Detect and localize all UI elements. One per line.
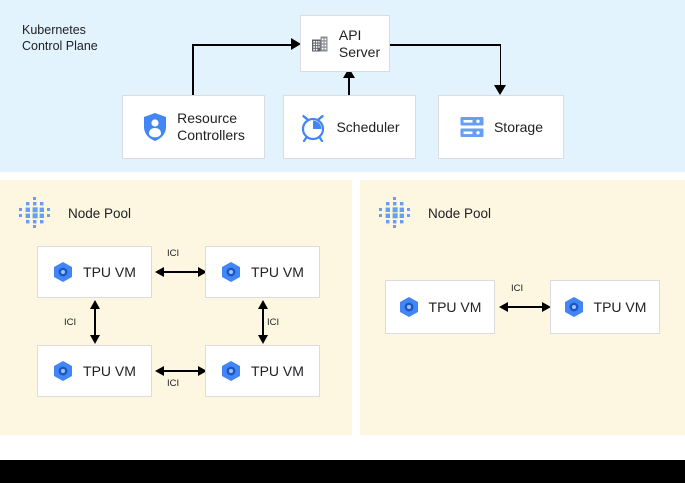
tpu-hexagon-icon xyxy=(399,296,419,318)
connector-scheduler-to-api xyxy=(348,72,350,95)
node-tpu-vm[interactable]: TPU VM xyxy=(550,280,660,334)
ici-link-right-pool xyxy=(499,302,551,312)
resource-controllers-label-line1: Resource xyxy=(177,110,238,126)
shield-user-icon xyxy=(142,112,168,142)
ici-label-right-pool: ICI xyxy=(511,283,524,294)
arrowhead-api-to-storage xyxy=(494,85,506,95)
node-tpu-vm[interactable]: TPU VM xyxy=(37,246,152,298)
arrowhead-scheduler-to-api xyxy=(343,68,355,78)
node-pool-left: Node Pool ICI ICI ICI ICI TPU VM xyxy=(0,180,352,435)
ici-label-bottom: ICI xyxy=(167,378,180,389)
connector-api-to-storage-vertical xyxy=(499,44,502,92)
control-plane-label-line1: Kubernetes xyxy=(22,23,86,37)
node-resource-controllers[interactable]: Resource Controllers xyxy=(122,95,265,159)
node-api-server[interactable]: API Server xyxy=(300,15,390,72)
alarm-clock-icon xyxy=(299,112,327,142)
node-tpu-vm[interactable]: TPU VM xyxy=(385,280,495,334)
node-pool-dots-icon xyxy=(378,196,414,230)
node-pool-dots-icon xyxy=(18,196,54,230)
ici-link-top xyxy=(155,267,207,277)
building-icon xyxy=(310,34,330,54)
node-tpu-vm-label: TPU VM xyxy=(251,363,304,379)
ici-link-bottom xyxy=(155,366,207,376)
node-tpu-vm-label: TPU VM xyxy=(593,299,647,315)
ici-link-right xyxy=(258,300,268,344)
node-scheduler-label: Scheduler xyxy=(336,118,400,135)
control-plane-label-line2: Control Plane xyxy=(22,39,98,53)
server-rack-icon xyxy=(459,114,485,140)
control-plane-panel: Kubernetes Control Plane xyxy=(0,0,685,172)
node-pool-right-title: Node Pool xyxy=(428,205,492,221)
node-pool-right-header: Node Pool xyxy=(378,196,491,230)
node-pool-left-title: Node Pool xyxy=(68,205,132,221)
node-storage[interactable]: Storage xyxy=(438,95,564,159)
node-pool-right: Node Pool ICI TPU VM TPU VM xyxy=(360,180,685,435)
ici-label-right: ICI xyxy=(267,317,280,328)
node-resource-controllers-label: Resource Controllers xyxy=(177,110,245,144)
node-pool-left-header: Node Pool xyxy=(18,196,131,230)
arrowhead-rc-to-api xyxy=(291,38,301,50)
resource-controllers-label-line2: Controllers xyxy=(177,127,245,143)
tpu-hexagon-icon xyxy=(221,261,241,283)
connector-rc-to-api-vertical xyxy=(192,44,194,95)
control-plane-label: Kubernetes Control Plane xyxy=(22,22,172,54)
tpu-hexagon-icon xyxy=(53,261,73,283)
node-tpu-vm[interactable]: TPU VM xyxy=(205,246,320,298)
api-server-label-line2: Server xyxy=(338,43,381,60)
node-scheduler[interactable]: Scheduler xyxy=(283,95,416,159)
node-tpu-vm[interactable]: TPU VM xyxy=(205,345,320,397)
tpu-hexagon-icon xyxy=(53,360,73,382)
node-tpu-vm-label: TPU VM xyxy=(251,264,304,280)
tpu-hexagon-icon xyxy=(564,296,584,318)
ici-link-left xyxy=(90,300,100,344)
node-storage-label: Storage xyxy=(493,118,544,135)
ici-label-top: ICI xyxy=(167,248,180,259)
ici-label-left: ICI xyxy=(64,317,77,328)
connector-rc-to-api-horizontal xyxy=(192,44,294,46)
node-tpu-vm-label: TPU VM xyxy=(83,363,136,379)
bottom-bar xyxy=(0,460,685,483)
api-server-label-line1: API xyxy=(338,26,362,43)
node-api-server-label: API Server xyxy=(339,27,380,61)
node-tpu-vm-label: TPU VM xyxy=(428,299,482,315)
node-tpu-vm-label: TPU VM xyxy=(83,264,136,280)
connector-api-to-storage-horizontal xyxy=(390,44,501,46)
tpu-hexagon-icon xyxy=(221,360,241,382)
node-tpu-vm[interactable]: TPU VM xyxy=(37,345,152,397)
